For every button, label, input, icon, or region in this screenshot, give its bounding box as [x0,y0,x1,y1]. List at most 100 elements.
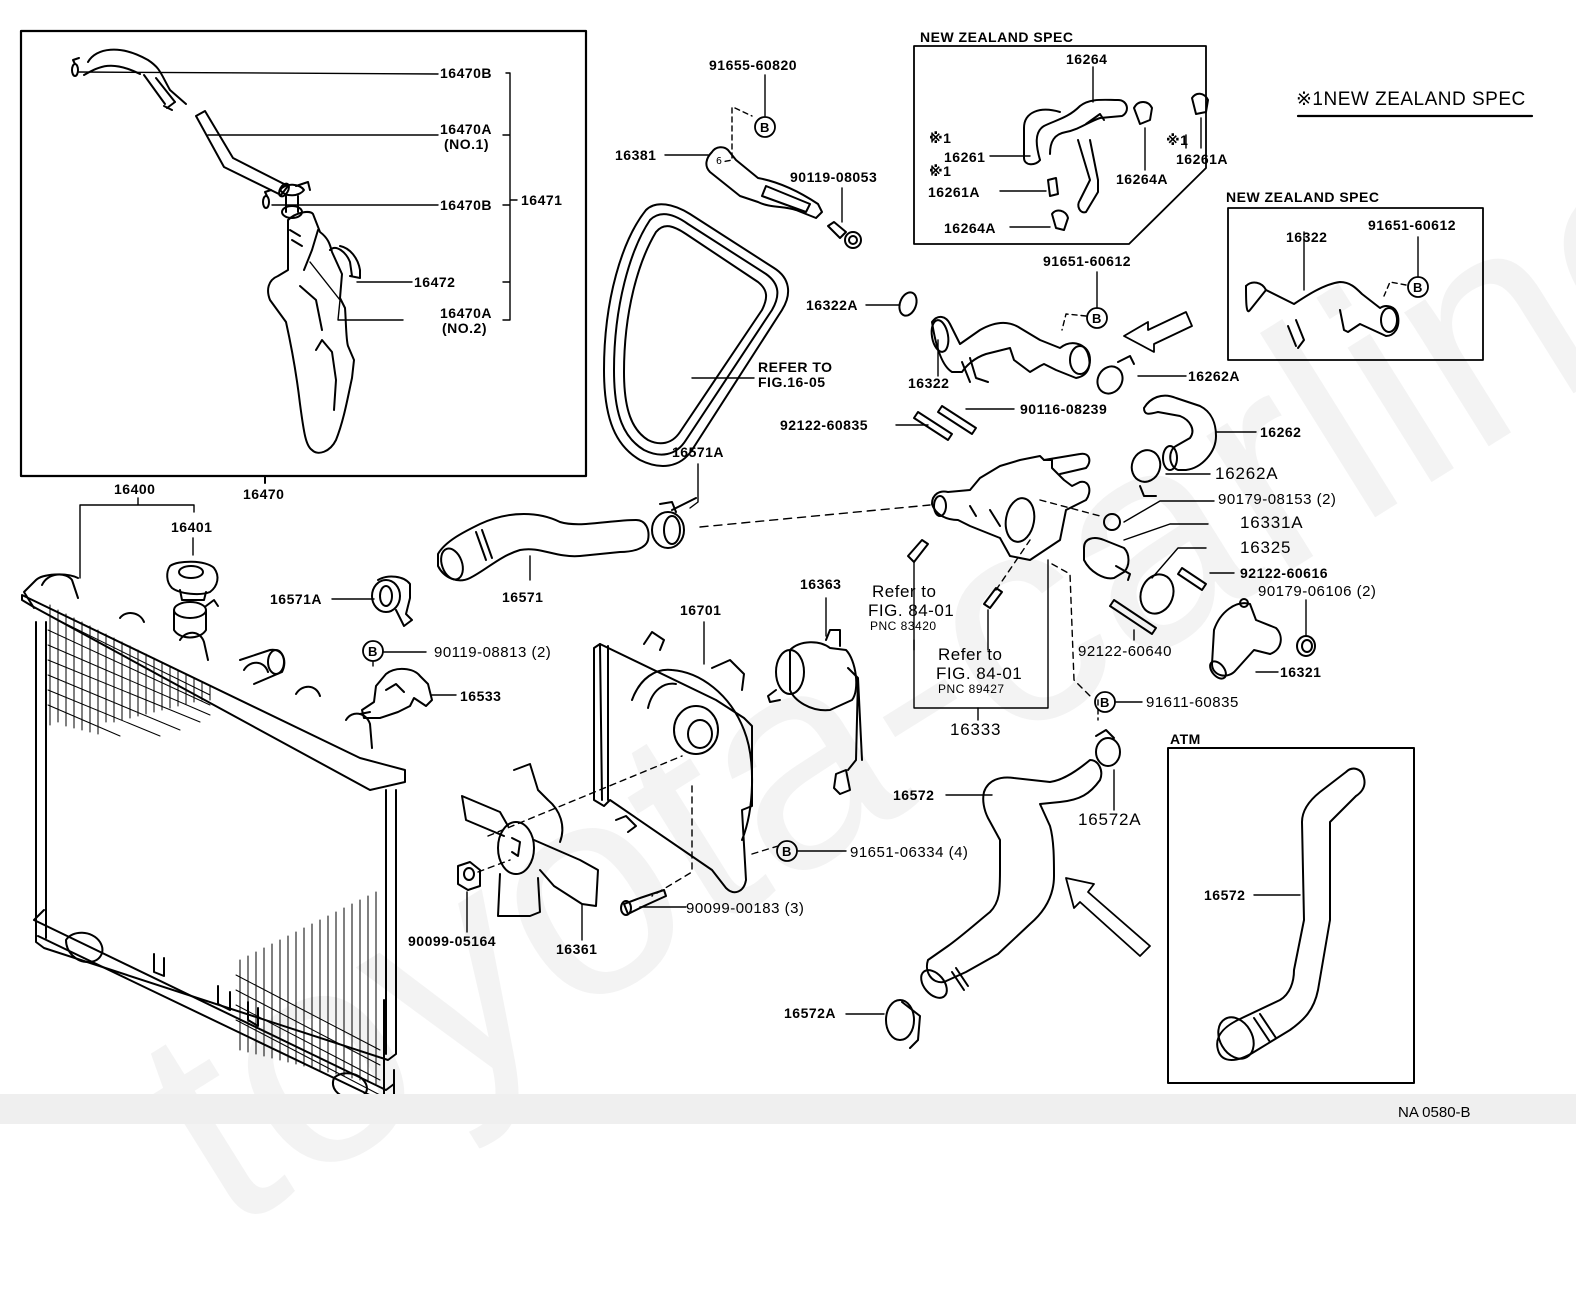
reservoir-tank [267,181,355,454]
diagram-code: NA 0580-B [1398,1104,1471,1121]
label-91651-60612-nz: 91651-60612 [1368,217,1457,233]
bracket-16533 [359,668,433,719]
label-90099-05164: 90099-05164 [408,933,497,949]
fan-dashed-lines [477,755,779,897]
nz-spec-pipe-header: NEW ZEALAND SPEC [1226,189,1380,205]
radiator-leader-lines [79,497,195,579]
label-91651-06334: 91651-06334 (4) [850,844,969,861]
label-92122-60640: 92122-60640 [1078,643,1172,660]
label-16472: 16472 [414,274,456,290]
hose-clamp-16262A-top [1096,355,1135,395]
bolt-marker-b-16322 [1061,271,1108,331]
hose-clamp-16572A-bottom [885,999,921,1049]
bolt-marker-b-91651-06334 [776,840,847,862]
refer1-line2: FIG. 84-01 [868,601,955,620]
housing-dashed-lines [995,499,1101,697]
bolt-90119-08053 [827,221,862,249]
nz-mark-3: ※1 [1166,132,1189,148]
label-16400: 16400 [114,481,156,497]
label-16470: 16470 [243,486,285,502]
bolt-marker-b-91655 [721,74,776,163]
label-16571: 16571 [502,589,544,605]
label-16262: 16262 [1260,424,1302,440]
bolt-marker-letter: B [1100,695,1110,710]
refer2-line1: Refer to [938,645,1003,664]
footer-bar [0,1094,1576,1124]
radiator-cap-16401 [166,560,219,601]
water-outlet-pipe-16322 [930,316,1091,383]
label-90119-08053: 90119-08053 [790,169,878,185]
fan-shroud-16701 [593,631,754,894]
hose-clamp-16571A-top [651,497,697,549]
fan-leader-lines [466,597,827,941]
label-91655-60820: 91655-60820 [709,57,798,73]
reservoir-hose-lower [195,110,290,198]
label-92122-60616: 92122-60616 [1240,565,1329,581]
bolt-marker-b-16533 [362,640,457,696]
direction-arrow-upper [1123,311,1193,353]
thermostat-parts [1083,513,1207,635]
label-16322: 16322 [908,375,950,391]
bolt-marker-letter: B [1092,311,1102,326]
radiator-assembly [21,573,406,1101]
nz-mark-1: ※1 [929,130,952,146]
label-16363: 16363 [800,576,842,592]
upper-hose-leader-lines [331,463,699,600]
label-16470A-no2-sub: (NO.2) [442,320,487,336]
refer1-line1: Refer to [872,582,937,601]
drive-belt [603,203,790,467]
atm-hose-16572 [1216,767,1366,1061]
inlet-leader-lines [913,500,1307,721]
dashed-connection-16571 [699,504,931,528]
label-16571A-top: 16571A [672,444,725,460]
hose-clamp-icon [71,57,272,209]
direction-arrow-lower [1065,877,1151,957]
label-16261: 16261 [944,149,986,165]
water-inlet-housing [931,452,1091,561]
water-pipe-16322-nz [1245,281,1400,349]
hose-clamp-16262A-mid [1130,449,1162,497]
label-16262A-mid: 16262A [1215,464,1279,483]
hose-clamps-nz [1047,92,1209,231]
label-16325: 16325 [1240,538,1292,557]
lower-hose-leader-lines [845,699,1115,1015]
fan-16361 [461,763,599,917]
water-inlet-16321 [1209,598,1282,680]
lower-radiator-hose-16572 [920,759,1103,999]
parts-diagram-canvas: 6 [19,29,1534,1101]
bypass-hose-16262 [1143,394,1217,471]
label-16264A-bottom: 16264A [944,220,997,236]
label-16533: 16533 [460,688,502,704]
label-90179-08153: 90179-08153 (2) [1218,491,1337,508]
label-16333: 16333 [950,720,1002,739]
belt-leader-lines [664,154,843,379]
overflow-hose-16472 [329,245,361,279]
nz-spec-hose-header: NEW ZEALAND SPEC [920,29,1074,45]
hose-16264 [1023,98,1128,214]
bypass-leader-lines [1165,431,1257,475]
refer2-pnc: PNC 89427 [938,682,1005,696]
label-16322A: 16322A [806,297,859,313]
nut-90179-06106 [1296,635,1316,657]
label-16470A-no2: 16470A [440,305,493,321]
label-fig-16-05: FIG.16-05 [758,374,826,390]
label-16361: 16361 [556,941,598,957]
label-16401: 16401 [171,519,213,535]
sensors [907,539,1003,609]
label-16331A: 16331A [1240,513,1304,532]
label-91611-60835: 91611-60835 [1146,694,1239,711]
refer2-line2: FIG. 84-01 [936,664,1023,683]
nz-spec-pipe-inset-box [1227,207,1484,361]
label-16470B-top: 16470B [440,65,493,81]
bolt-marker-b-nz [1303,231,1429,298]
refer1-pnc: PNC 83420 [870,619,937,633]
svg-text:6: 6 [716,156,722,167]
label-91651-60612: 91651-60612 [1043,253,1132,269]
upper-radiator-hose-16571 [437,513,650,582]
bolt-marker-letter: B [1413,280,1423,295]
nz-spec-hose-inset-box [913,45,1207,245]
label-16381: 16381 [615,147,657,163]
label-16261A-left: 16261A [928,184,981,200]
label-16470A-no1: 16470A [440,121,493,137]
label-90099-00183: 90099-00183 (3) [686,900,805,917]
